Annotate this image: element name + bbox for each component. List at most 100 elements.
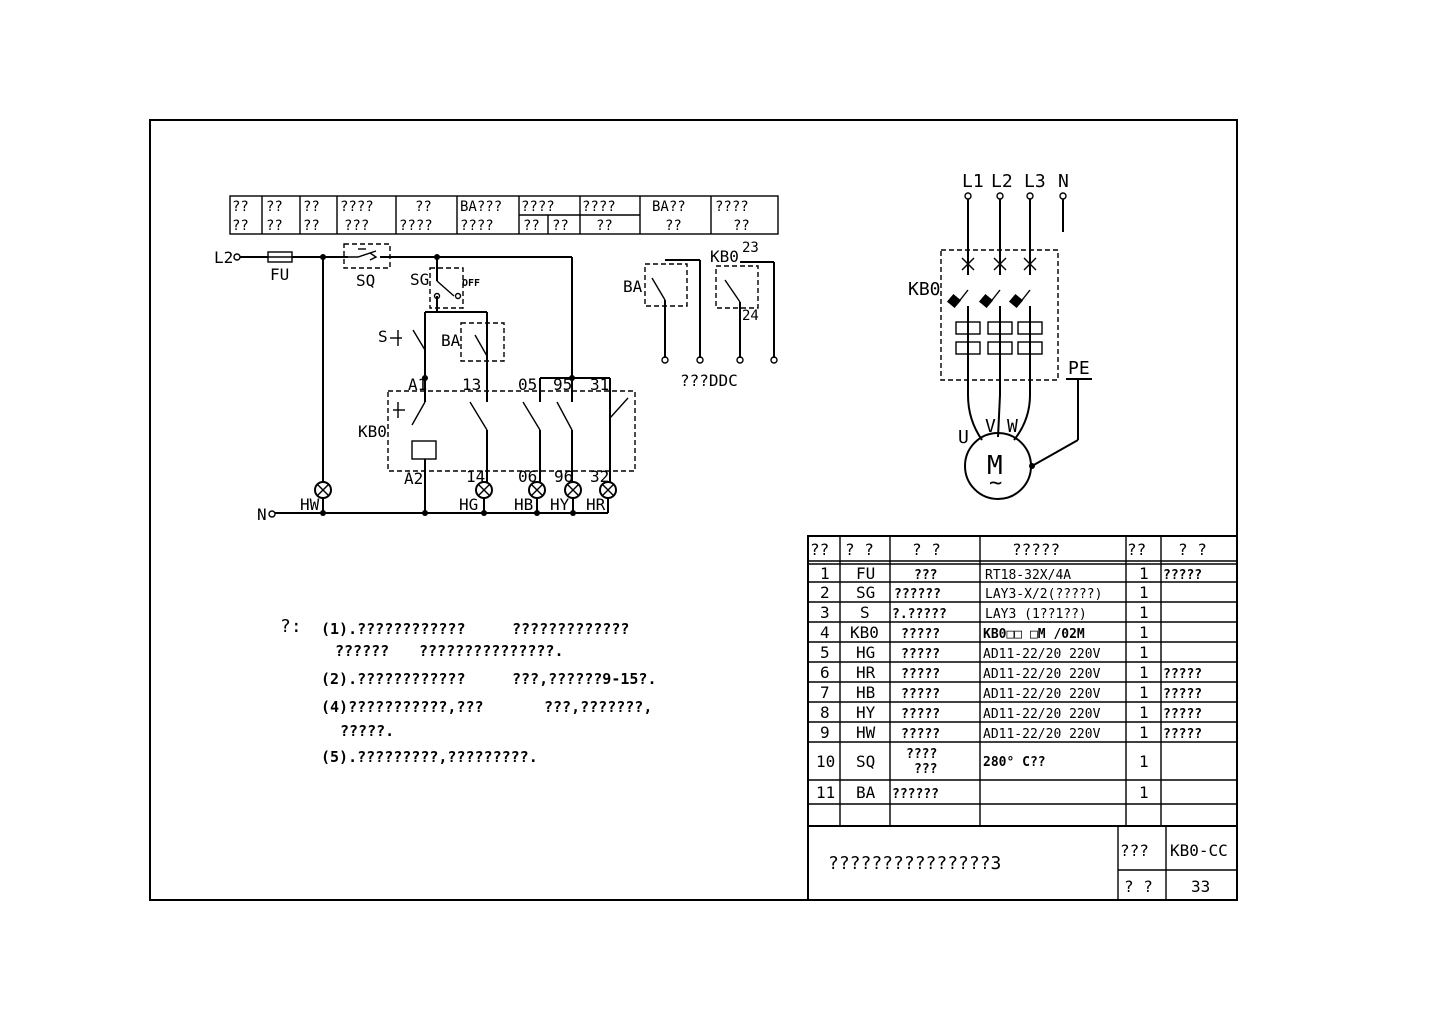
bom-cell: 2 [820, 583, 830, 602]
note-line-5: (2).???????????? [321, 670, 466, 688]
term-95: 95 [553, 375, 572, 394]
bom-hdr-model: ????? [1012, 540, 1060, 559]
term-13: 13 [462, 375, 481, 394]
label-s: S [378, 327, 388, 346]
selector-sg [429, 267, 464, 309]
power-circuit: L1 L2 L3 N KB0 [908, 171, 1092, 500]
function-header-table: ?? ?? ?? ?? ?? ?? ???? ??? ?? ???? BA???… [229, 195, 779, 235]
label-hy: HY [550, 495, 570, 514]
kb0-module-box [387, 390, 636, 472]
bom-cell: 1 [1139, 663, 1149, 682]
bom-cell: AD11-22/20 220V [983, 707, 1101, 722]
hdr-6a: BA??? [460, 199, 502, 215]
bom-cell: HY [856, 703, 876, 722]
bom-cell: 8 [820, 703, 830, 722]
bom-cell: BA [856, 783, 876, 802]
sheet-border [149, 119, 1238, 901]
note-line-10: (5).?????????,?????????. [321, 748, 538, 766]
bom-cell: 1 [1139, 564, 1149, 583]
label-hr: HR [586, 495, 606, 514]
bom-cell: ????? [901, 627, 940, 642]
drawing-title: ???????????????3 [828, 853, 1001, 874]
hdr-3b: ?? [303, 218, 320, 234]
bom-cell: AD11-22/20 220V [983, 647, 1101, 662]
bom-cell: ????? [1163, 568, 1202, 583]
contact-ba [460, 322, 505, 362]
tb-label-2: ? ? [1124, 877, 1153, 896]
note-line-2: ????????????? [512, 620, 629, 638]
bom-cell: 1 [1139, 723, 1149, 742]
bom-rows: 1 FU ??? RT18-32X/4A 1 ????? 2 SG ??????… [816, 564, 1202, 802]
bom-cell: 1 [1139, 783, 1149, 802]
notes-prefix: ?: [280, 616, 302, 637]
bom-hdr-note: ? ? [1178, 540, 1207, 559]
control-circuit: L2 FU SQ SG OFF S [214, 243, 636, 524]
label-pe: PE [1068, 358, 1090, 379]
hdr-6b: ???? [460, 218, 494, 234]
term-31: 31 [590, 375, 609, 394]
bom-cell: ????? [901, 707, 940, 722]
bom-cell: HB [856, 683, 875, 702]
bom-cell: 280° C?? [983, 755, 1046, 770]
bom-cell: SQ [856, 752, 875, 771]
hdr-5b: ???? [399, 218, 433, 234]
hdr-2b: ?? [266, 218, 283, 234]
bom-cell: AD11-22/20 220V [983, 687, 1101, 702]
note-line-3: ?????? [335, 642, 389, 660]
bom-cell: 1 [1139, 703, 1149, 722]
power-label-kb0: KB0 [908, 279, 941, 300]
bom-cell: 7 [820, 683, 830, 702]
label-sq: SQ [356, 271, 375, 290]
bom-cell: ????? [901, 687, 940, 702]
bom-cell: KB0 [850, 623, 879, 642]
bom-hdr-code: ? ? [845, 540, 874, 559]
bom-cell: AD11-22/20 220V [983, 727, 1101, 742]
hdr-7b: ?? [523, 218, 540, 234]
bom-cell: 6 [820, 663, 830, 682]
bom-cell: 9 [820, 723, 830, 742]
phase-n: N [1058, 171, 1069, 192]
label-fu: FU [270, 265, 289, 284]
term-96: 96 [554, 467, 573, 486]
note-line-9: ?????. [340, 722, 394, 740]
bom-cell: ?.????? [892, 607, 947, 622]
bom-hdr-no: ?? [810, 540, 829, 559]
label-ba: BA [441, 331, 461, 350]
term-a1: A1 [408, 375, 427, 394]
ddc-label-24: 24 [742, 308, 759, 324]
label-w: W [1007, 416, 1018, 437]
bom-cell: ????? [1163, 667, 1202, 682]
phase-l3: L3 [1024, 171, 1046, 192]
hdr-5a: ?? [415, 199, 432, 215]
bom-cell: 1 [820, 564, 830, 583]
bom-cell: 1 [1139, 623, 1149, 642]
hdr-8b: ?? [596, 218, 613, 234]
label-hg: HG [459, 495, 478, 514]
phase-l1: L1 [962, 171, 984, 192]
bom-cell: 1 [1139, 683, 1149, 702]
bom-cell: ??? [914, 568, 937, 583]
bom-cell: ?????? [892, 787, 939, 802]
term-14: 14 [466, 467, 485, 486]
hdr-7c: ?? [552, 218, 569, 234]
tb-value-2: 33 [1191, 877, 1210, 896]
label-kb0: KB0 [358, 422, 387, 441]
label-n: N [257, 505, 267, 524]
bom-cell: ????? [1163, 707, 1202, 722]
bom-cell: 11 [816, 783, 835, 802]
bom-cell: AD11-22/20 220V [983, 667, 1101, 682]
bom-cell: ????? [1163, 687, 1202, 702]
note-line-8: ???,???????, [544, 698, 652, 716]
label-l2: L2 [214, 248, 233, 267]
label-sg: SG [410, 270, 429, 289]
ddc-label: ???DDC [680, 371, 738, 390]
hdr-2a: ?? [266, 199, 283, 215]
bom-cell: ????? [901, 727, 940, 742]
hdr-1b: ?? [232, 218, 249, 234]
bom-cell: RT18-32X/4A [985, 568, 1071, 583]
bom-cell: 4 [820, 623, 830, 642]
motor-label: M [987, 451, 1003, 481]
bom-cell: ?????? [894, 587, 941, 602]
bom-cell: 10 [816, 752, 835, 771]
